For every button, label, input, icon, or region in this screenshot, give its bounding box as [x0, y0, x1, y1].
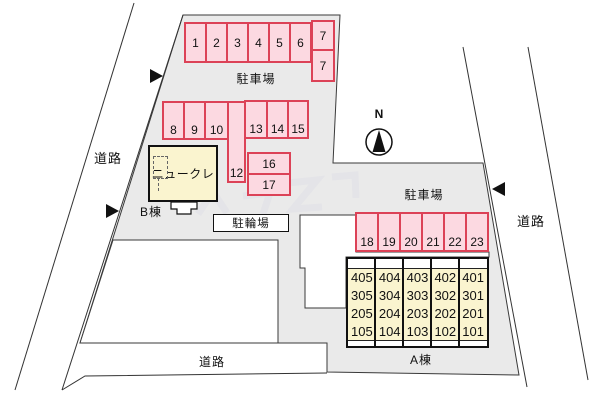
- parking-space-19: 19: [377, 212, 401, 252]
- building-b-label: B棟: [140, 205, 163, 219]
- room-cell: 301: [462, 287, 484, 303]
- parking-space-15: 15: [287, 100, 309, 139]
- room-cell: 205: [351, 306, 373, 322]
- room-cell: 403: [406, 269, 429, 285]
- room-cell: 101: [462, 324, 484, 340]
- road-label-left: 道路: [93, 151, 123, 166]
- building-a-room-grid: 405 404 403 402 401 305 304 303 302 301 …: [348, 268, 487, 341]
- parking-space-3: 3: [226, 22, 249, 63]
- parking-space-23: 23: [465, 212, 489, 252]
- parking-space-16: 16: [247, 152, 291, 175]
- room-cell: 404: [378, 269, 401, 285]
- room-cell: 304: [378, 287, 401, 303]
- parking-space-13: 13: [244, 100, 268, 139]
- parking-space-14: 14: [266, 100, 289, 139]
- parking-space-5: 5: [268, 22, 291, 63]
- room-cell: 104: [378, 324, 401, 340]
- building-b: ニュークレ: [148, 145, 218, 202]
- building-a-divider: [458, 259, 460, 346]
- building-a-body: [348, 268, 487, 341]
- room-cell: 203: [406, 306, 429, 322]
- entrance-arrow-icon: [106, 204, 119, 218]
- room-cell: 405: [351, 269, 373, 285]
- building-a-divider: [374, 259, 376, 346]
- entrance-arrow-icon: [492, 182, 505, 196]
- building-a-divider: [430, 259, 432, 346]
- room-cell: 201: [462, 306, 484, 322]
- room-cell: 402: [434, 269, 457, 285]
- parking-label-right: 駐車場: [404, 188, 444, 202]
- entrance-arrow-icon: [150, 69, 163, 83]
- parking-space-20: 20: [399, 212, 423, 252]
- room-cell: 303: [406, 287, 429, 303]
- parking-space-7b: 7: [311, 49, 335, 82]
- parking-label-top: 駐車場: [236, 72, 276, 86]
- road-label-bottom: 道路: [198, 355, 226, 369]
- building-b-detail: [158, 178, 159, 191]
- room-cell: 105: [351, 324, 373, 340]
- room-cell: 202: [434, 306, 457, 322]
- parking-space-12: 12: [227, 101, 246, 183]
- room-cell: 305: [351, 287, 373, 303]
- parking-space-9: 9: [183, 101, 206, 140]
- north-compass-icon: [365, 128, 393, 156]
- parking-space-6: 6: [289, 22, 312, 63]
- open-area: [79, 239, 279, 344]
- road-label-right: 道路: [516, 214, 546, 229]
- room-cell: 204: [378, 306, 401, 322]
- parking-space-1: 1: [184, 22, 207, 63]
- parking-space-10: 10: [204, 101, 229, 140]
- north-label: N: [374, 107, 384, 121]
- parking-space-7: 7: [311, 20, 335, 51]
- building-a: 405 404 403 402 401 305 304 303 302 301 …: [346, 257, 489, 348]
- room-cell: 401: [462, 269, 484, 285]
- parking-space-2: 2: [205, 22, 228, 63]
- room-cell: 102: [434, 324, 457, 340]
- room-cell: 302: [434, 287, 457, 303]
- parking-space-17: 17: [247, 173, 291, 196]
- building-a-divider: [402, 259, 404, 346]
- building-b-entrance: [170, 201, 198, 215]
- parking-space-21: 21: [421, 212, 445, 252]
- room-cell: 103: [406, 324, 429, 340]
- parking-space-18: 18: [355, 212, 379, 252]
- parking-space-8: 8: [162, 101, 185, 140]
- parking-space-4: 4: [247, 22, 270, 63]
- parking-space-22: 22: [443, 212, 467, 252]
- road-line: [14, 2, 589, 391]
- building-b-detail: [153, 156, 168, 179]
- bicycle-parking: 駐輪場: [213, 214, 289, 232]
- building-a-label: A棟: [409, 353, 433, 367]
